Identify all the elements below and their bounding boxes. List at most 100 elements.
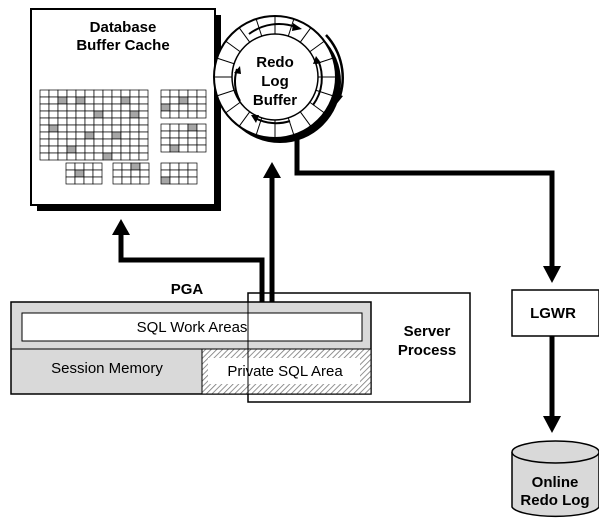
buffer-cell xyxy=(66,89,77,98)
redo-arc-arrowhead-right xyxy=(313,56,321,64)
cylinder-top xyxy=(511,440,599,464)
buffer-cell xyxy=(102,124,113,133)
buffer-cell xyxy=(111,110,122,119)
redo-segment-divider xyxy=(287,18,295,37)
arrow-to-lgwr-line xyxy=(294,136,555,268)
buffer-cell xyxy=(187,144,198,153)
buffer-cell xyxy=(187,96,198,105)
buffer-cell xyxy=(138,131,149,140)
buffer-cell xyxy=(102,152,113,161)
buffer-cell xyxy=(93,110,104,119)
redo-segment-divider xyxy=(315,89,334,97)
redo-segment-divider xyxy=(299,111,312,127)
buffer-cell xyxy=(120,103,131,112)
redo-arc-arrow-right xyxy=(312,59,323,106)
buffer-cell xyxy=(112,169,123,178)
buffer-cell xyxy=(102,145,113,154)
buffer-cell xyxy=(111,152,122,161)
buffer-cell xyxy=(196,89,207,98)
buffer-cell xyxy=(111,103,122,112)
buffer-cell xyxy=(65,169,76,178)
buffer-cell xyxy=(130,169,141,178)
buffer-grid-bottom-1 xyxy=(65,162,103,185)
buffer-cache-grids xyxy=(39,89,207,185)
buffer-cell xyxy=(48,145,59,154)
redo-log-buffer: Redo Log Buffer xyxy=(213,15,344,143)
buffer-cell xyxy=(139,169,150,178)
buffer-cell xyxy=(92,169,103,178)
redo-segment-divider xyxy=(225,101,241,114)
buffer-cell xyxy=(84,103,95,112)
redo-segment-divider xyxy=(238,27,251,43)
buffer-cell xyxy=(169,137,180,146)
online-redo-log-label-1: Online xyxy=(532,474,579,491)
redo-label-2: Log xyxy=(261,73,289,90)
buffer-cell xyxy=(160,123,171,132)
buffer-cell xyxy=(75,96,86,105)
pga: PGA SQL Work Areas Session Memory Privat… xyxy=(10,281,372,395)
buffer-cell xyxy=(75,131,86,140)
server-process-label-2: Process xyxy=(398,342,456,359)
pga-title: PGA xyxy=(171,281,204,298)
buffer-cell xyxy=(160,176,171,185)
arrow-to-lgwr-head xyxy=(543,266,561,283)
buffer-cell xyxy=(187,169,198,178)
buffer-cell xyxy=(75,110,86,119)
buffer-cell xyxy=(48,117,59,126)
database-buffer-cache: Database Buffer Cache xyxy=(30,8,221,211)
buffer-grid-main xyxy=(39,89,149,161)
flow-arrows xyxy=(112,136,561,433)
buffer-cell xyxy=(120,110,131,119)
buffer-cache-title-2: Buffer Cache xyxy=(76,37,169,54)
buffer-cell xyxy=(129,96,140,105)
buffer-cell xyxy=(48,152,59,161)
buffer-cell xyxy=(187,89,198,98)
buffer-cell xyxy=(65,162,76,171)
buffer-cell xyxy=(187,123,198,132)
buffer-cell xyxy=(48,96,59,105)
redo-segment-divider xyxy=(216,89,235,97)
buffer-cell xyxy=(65,176,76,185)
buffer-cell xyxy=(84,96,95,105)
buffer-cell xyxy=(74,162,85,171)
buffer-cell xyxy=(39,152,50,161)
sql-work-areas-label: SQL Work Areas xyxy=(137,319,248,336)
buffer-cell xyxy=(57,145,68,154)
buffer-cell xyxy=(129,131,140,140)
buffer-cell xyxy=(102,103,113,112)
buffer-cell xyxy=(84,124,95,133)
arrow-to-buffer-cache-line xyxy=(118,232,265,302)
buffer-cell xyxy=(93,103,104,112)
buffer-cell xyxy=(75,103,86,112)
buffer-cell xyxy=(121,162,132,171)
buffer-cell xyxy=(187,110,198,119)
private-sql-area-label-bg xyxy=(208,358,360,384)
buffer-cell xyxy=(66,117,77,126)
buffer-cell xyxy=(84,117,95,126)
buffer-cell xyxy=(178,176,189,185)
buffer-cell xyxy=(196,137,207,146)
buffer-cell xyxy=(48,124,59,133)
buffer-cell xyxy=(129,103,140,112)
buffer-cell xyxy=(138,96,149,105)
cylinder-body xyxy=(511,452,599,518)
buffer-cell xyxy=(160,137,171,146)
buffer-cell xyxy=(92,162,103,171)
buffer-cell xyxy=(129,117,140,126)
buffer-cell xyxy=(196,144,207,153)
buffer-cell xyxy=(57,131,68,140)
buffer-cell xyxy=(66,138,77,147)
buffer-cell xyxy=(120,131,131,140)
buffer-cell xyxy=(112,162,123,171)
server-process-label-1: Server xyxy=(404,323,451,340)
buffer-cell xyxy=(48,131,59,140)
buffer-cell xyxy=(39,145,50,154)
buffer-cell xyxy=(102,131,113,140)
session-memory-label: Session Memory xyxy=(51,360,163,377)
buffer-cell xyxy=(169,89,180,98)
buffer-cell xyxy=(48,89,59,98)
private-sql-area-label: Private SQL Area xyxy=(227,363,343,380)
buffer-cell xyxy=(160,89,171,98)
